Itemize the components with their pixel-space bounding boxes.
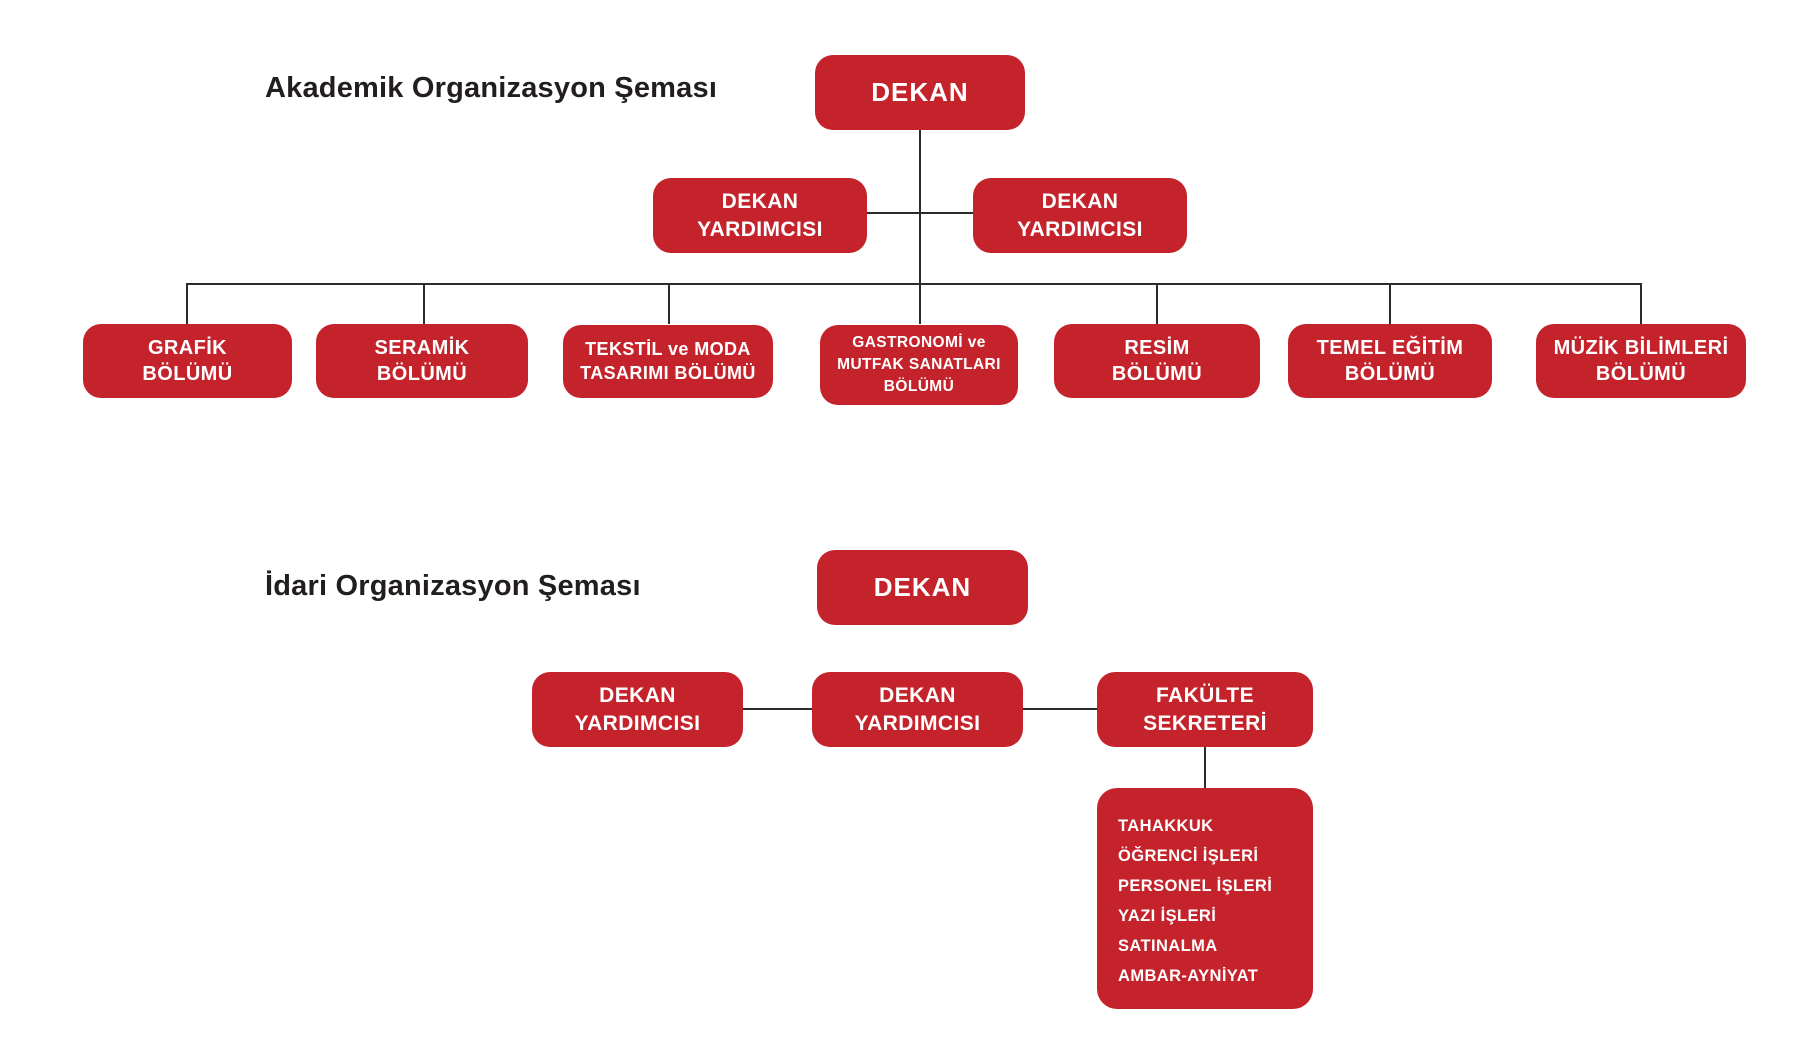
administrative-deputy-middle-node: DEKAN YARDIMCISI	[812, 672, 1023, 747]
connector-line	[1023, 708, 1097, 710]
connector-line	[867, 212, 973, 214]
unit-ogrenci-isleri: ÖĞRENCİ İŞLERİ	[1118, 847, 1259, 865]
connector-line	[1156, 283, 1158, 324]
connector-line	[668, 283, 670, 324]
academic-dean-node: DEKAN	[815, 55, 1025, 130]
connector-line	[1389, 283, 1391, 324]
unit-ambar-ayniyat: AMBAR-AYNİYAT	[1118, 967, 1259, 985]
dept-muzik-bilimleri-node: MÜZİK BİLİMLERİ BÖLÜMÜ	[1536, 324, 1746, 398]
academic-deputy-right-node: DEKAN YARDIMCISI	[973, 178, 1187, 253]
unit-satinalma: SATINALMA	[1118, 937, 1218, 955]
dept-temel-egitim-node: TEMEL EĞİTİM BÖLÜMÜ	[1288, 324, 1492, 398]
unit-personel-isleri: PERSONEL İŞLERİ	[1118, 877, 1273, 895]
administrative-units-box: TAHAKKUK ÖĞRENCİ İŞLERİ PERSONEL İŞLERİ …	[1097, 788, 1313, 1009]
academic-chart-title: Akademik Organizasyon Şeması	[265, 72, 718, 104]
unit-tahakkuk: TAHAKKUK	[1118, 817, 1214, 835]
academic-deputy-left-node: DEKAN YARDIMCISI	[653, 178, 867, 253]
connector-line	[743, 708, 812, 710]
dept-resim-node: RESİM BÖLÜMÜ	[1054, 324, 1260, 398]
dept-gastronomi-node: GASTRONOMİ ve MUTFAK SANATLARI BÖLÜMÜ	[820, 325, 1018, 405]
administrative-deputy-left-node: DEKAN YARDIMCISI	[532, 672, 743, 747]
connector-line	[423, 283, 425, 324]
administrative-chart-title: İdari Organizasyon Şeması	[265, 570, 641, 602]
dept-grafik-node: GRAFİK BÖLÜMÜ	[83, 324, 292, 398]
dept-tekstil-moda-node: TEKSTİL ve MODA TASARIMI BÖLÜMÜ	[563, 325, 773, 398]
administrative-dean-node: DEKAN	[817, 550, 1028, 625]
connector-line	[1204, 747, 1206, 788]
connector-line	[186, 283, 188, 324]
connector-line	[919, 283, 921, 324]
connector-line	[186, 283, 1642, 285]
dept-seramik-node: SERAMİK BÖLÜMÜ	[316, 324, 528, 398]
faculty-secretary-node: FAKÜLTE SEKRETERİ	[1097, 672, 1313, 747]
connector-line	[1640, 283, 1642, 324]
connector-line	[919, 130, 921, 285]
unit-yazi-isleri: YAZI İŞLERİ	[1118, 907, 1217, 925]
